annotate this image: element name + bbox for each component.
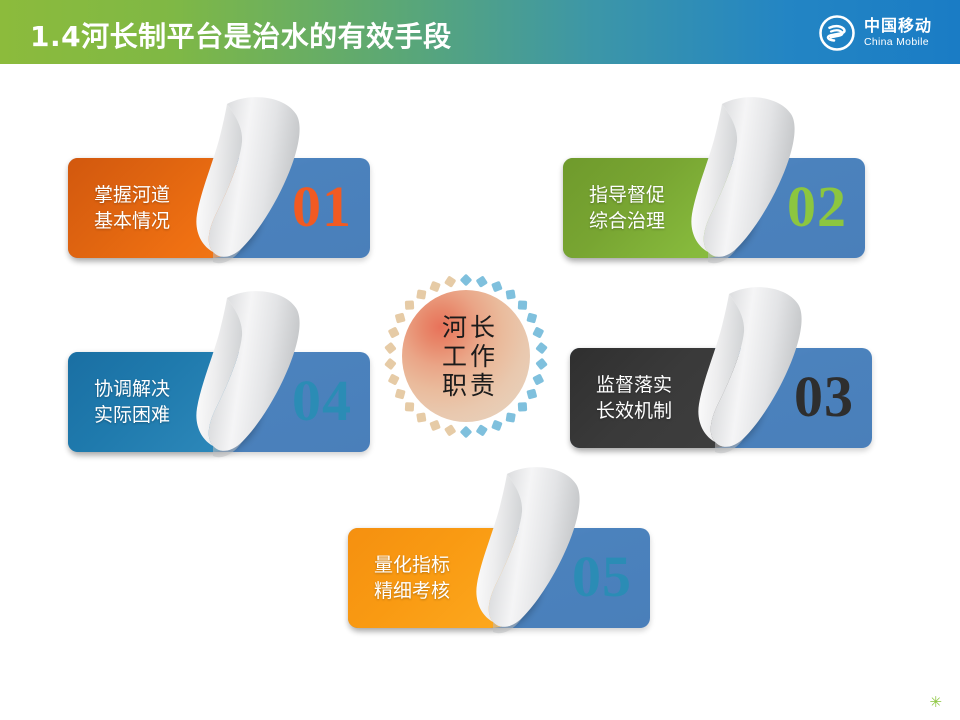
card-label: 掌握河道 基本情况 — [94, 182, 170, 234]
card-02[interactable]: 02 指导督促 综合治理 — [563, 97, 865, 264]
card-number: 03 — [794, 363, 854, 429]
card-03[interactable]: 03 监督落实 长效机制 — [570, 287, 872, 454]
card-number: 01 — [292, 173, 352, 239]
card-text-panel: 掌握河道 基本情况 — [68, 158, 260, 258]
dashed-ring-icon — [384, 274, 548, 438]
card-05[interactable]: 05 量化指标 精细考核 — [348, 467, 650, 634]
card-label: 量化指标 精细考核 — [374, 552, 450, 604]
center-label: 河长 工作 职责 — [378, 268, 554, 444]
page-title: 1.4河长制平台是治水的有效手段 — [30, 20, 452, 53]
card-text-panel: 量化指标 精细考核 — [348, 528, 540, 628]
card-number: 05 — [572, 543, 632, 609]
card-label-line2: 长效机制 — [596, 400, 673, 422]
card-label: 协调解决 实际困难 — [94, 376, 170, 428]
card-01[interactable]: 01 掌握河道 基本情况 — [68, 97, 370, 264]
china-mobile-logo: 中国移动 China Mobile — [819, 13, 932, 53]
slide-header-bar: 1.4河长制平台是治水的有效手段 中国移动 China Mobile — [0, 0, 960, 64]
card-text-panel: 指导督促 综合治理 — [563, 158, 755, 258]
card-label-line2: 实际困难 — [94, 404, 171, 426]
center-line-1: 河长 — [441, 312, 498, 342]
card-label-line1: 指导督促 — [589, 183, 666, 206]
card-label-line1: 掌握河道 — [94, 183, 171, 206]
center-line-3: 职责 — [441, 370, 498, 400]
card-text-panel: 协调解决 实际困难 — [68, 352, 260, 452]
china-mobile-logo-icon — [819, 15, 855, 51]
card-label: 监督落实 长效机制 — [596, 372, 672, 424]
card-label: 指导督促 综合治理 — [589, 182, 665, 234]
logo-text-block: 中国移动 China Mobile — [864, 18, 932, 48]
card-label-line2: 精细考核 — [374, 580, 451, 602]
card-label-line2: 综合治理 — [589, 210, 666, 232]
card-04[interactable]: 04 协调解决 实际困难 — [68, 291, 370, 458]
card-label-line1: 监督落实 — [596, 373, 673, 396]
card-label-line1: 协调解决 — [94, 377, 171, 400]
center-line-2: 工作 — [441, 341, 498, 371]
card-text-panel: 监督落实 长效机制 — [570, 348, 762, 448]
footer-asterisk-icon: ✳ — [929, 693, 942, 711]
card-number: 02 — [787, 173, 847, 239]
center-medallion: 河长 工作 职责 — [378, 268, 554, 444]
center-disc — [402, 290, 530, 422]
card-number: 04 — [292, 367, 352, 433]
card-label-line2: 基本情况 — [94, 210, 171, 232]
logo-name-en: China Mobile — [863, 36, 929, 49]
card-label-line1: 量化指标 — [374, 553, 451, 576]
logo-name-cn: 中国移动 — [863, 16, 932, 36]
